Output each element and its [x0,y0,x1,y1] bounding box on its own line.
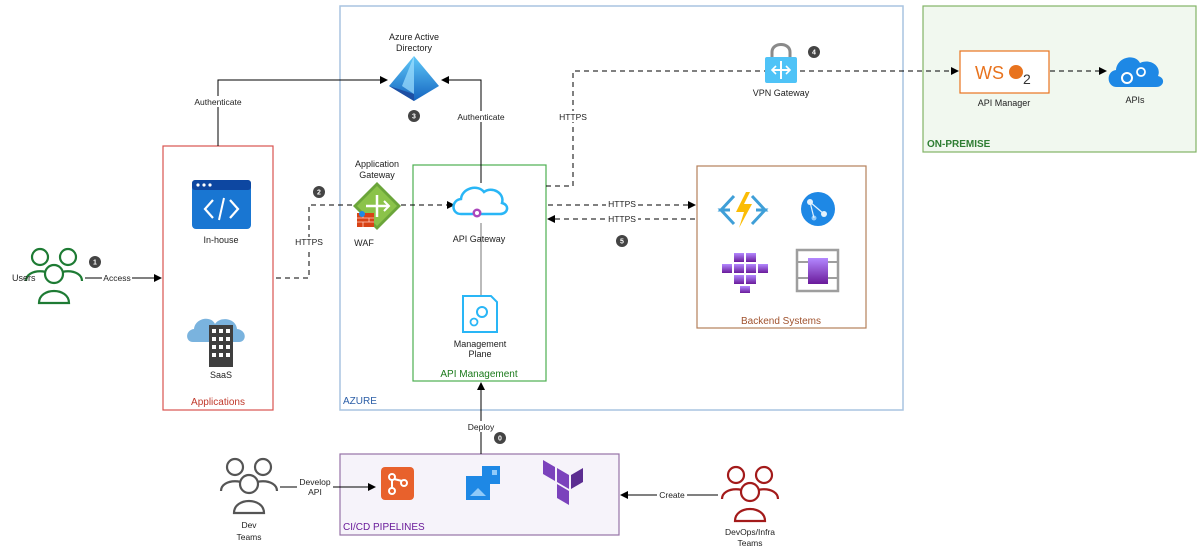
svg-text:0: 0 [498,436,502,443]
edge-develop-api-label-1: Develop [299,477,330,487]
edge-create-label: Create [659,490,685,500]
apis-label: APIs [1125,95,1145,105]
step-badge-0: 0 [494,432,506,444]
kubernetes-cluster-icon [722,253,768,293]
applications-group-label: Applications [191,397,245,408]
svg-text:5: 5 [620,239,624,246]
step-badge-1: 1 [89,256,101,268]
on-premise-group-label: ON-PREMISE [927,139,991,150]
api-manager-label: API Manager [978,98,1031,108]
apis-icon [1108,57,1164,87]
backend-systems-group [696,165,867,329]
app-service-icon [801,192,835,226]
devops-teams-label-2: Teams [737,538,762,548]
management-plane-label-2: Plane [468,349,491,359]
app-gateway-label-1: Application [355,159,399,169]
step-badge-5: 5 [616,235,628,247]
azure-ad-label-2: Directory [396,43,433,53]
api-gateway-icon [452,186,509,218]
azure-active-directory-icon [389,56,439,101]
saas-icon [187,318,245,367]
management-plane-icon [462,295,498,333]
terraform-icon [543,460,583,505]
users-icon [24,247,84,305]
svg-text:1: 1 [93,260,97,267]
in-house-label: In-house [203,235,238,245]
users-label: Users [12,273,36,283]
edge-https-vpn-label: HTTPS [559,112,587,122]
edge-authenticate-left [217,76,388,146]
container-instance-icon [795,248,840,293]
edge-access-label: Access [103,273,130,283]
svg-text:2: 2 [317,190,321,197]
edge-develop-api-label-2: API [308,487,322,497]
vpn-gateway-label: VPN Gateway [753,88,810,98]
edge-https-app-label: HTTPS [295,237,323,247]
step-badge-4: 4 [808,46,820,58]
saas-label: SaaS [210,370,232,380]
azure-pipelines-icon [466,466,500,500]
app-gateway-label-2: Gateway [359,170,395,180]
azure-functions-icon [717,192,769,228]
dev-teams-icon [219,457,279,515]
azure-ad-label-1: Azure Active [389,32,439,42]
step-badge-2: 2 [313,186,325,198]
svg-text:4: 4 [812,50,816,57]
edge-authenticate-left-label: Authenticate [194,97,242,107]
edge-authenticate-right-label: Authenticate [457,112,505,122]
devops-teams-label-1: DevOps/Infra [725,527,775,537]
devops-teams-icon [720,465,780,523]
edge-https-backend-1-label: HTTPS [608,199,636,209]
dev-teams-label-2: Teams [236,532,261,542]
azure-repos-icon [381,467,414,500]
step-badge-3: 3 [408,110,420,122]
web-app-icon [192,180,251,229]
edge-https-backend-2-label: HTTPS [608,214,636,224]
azure-group-label: AZURE [343,396,377,407]
dev-teams-label-1: Dev [241,520,257,530]
cicd-pipelines-group-label: CI/CD PIPELINES [343,522,425,533]
edge-deploy-label: Deploy [468,422,495,432]
api-gateway-label: API Gateway [453,234,506,244]
vpn-gateway-icon [765,43,797,83]
svg-text:3: 3 [412,114,416,121]
backend-systems-group-label: Backend Systems [741,316,821,327]
api-management-group-label: API Management [440,369,517,380]
svg-text:2: 2 [1023,71,1031,87]
waf-icon [357,211,374,227]
edge-authenticate-right [441,76,482,183]
wso2-logo: WS 2 [959,50,1050,94]
waf-label: WAF [354,238,374,248]
svg-text:WS: WS [975,63,1004,83]
management-plane-label-1: Management [454,339,507,349]
